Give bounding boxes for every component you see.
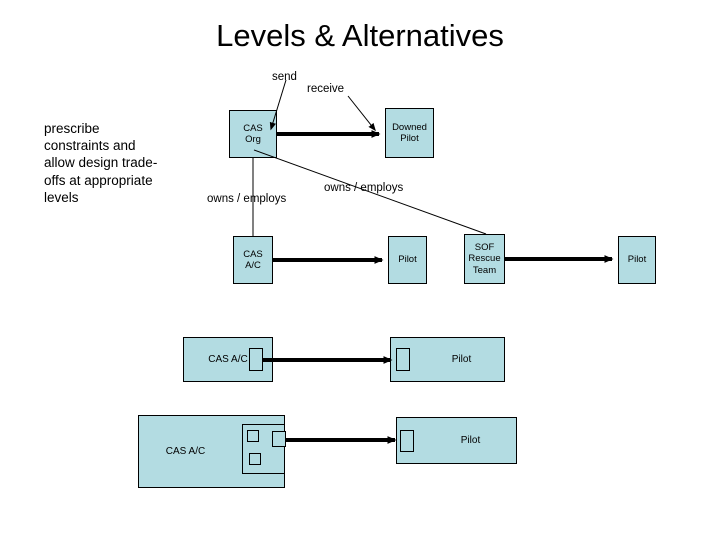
node-pilot-nested[interactable]: Pilot xyxy=(396,417,517,464)
node-cas-ac-nested-label: CAS A/C xyxy=(165,445,206,457)
edge-label-owns-employs-left: owns / employs xyxy=(207,193,287,205)
port-cas-ac-nested-out[interactable] xyxy=(272,431,286,447)
page-title: Levels & Alternatives xyxy=(216,18,504,53)
port-cas-ac-ports-out[interactable] xyxy=(249,348,263,371)
inner-square-top[interactable] xyxy=(247,430,259,442)
node-pilot-mid[interactable]: Pilot xyxy=(388,236,427,284)
node-cas-ac-ports-label: CAS A/C xyxy=(208,353,248,365)
edge-label-receive: receive xyxy=(307,83,345,95)
side-note-text: prescribe constraints and allow design t… xyxy=(44,121,158,205)
node-pilot-nested-label: Pilot xyxy=(460,434,481,446)
node-pilot-ports-label: Pilot xyxy=(451,353,472,365)
edge-label-send: send xyxy=(272,71,297,83)
inner-square-bottom[interactable] xyxy=(249,453,261,465)
node-pilot-mid-label: Pilot xyxy=(398,254,417,266)
node-pilot-right[interactable]: Pilot xyxy=(618,236,656,284)
port-pilot-nested-in[interactable] xyxy=(400,430,414,452)
edge-label-owns-employs-right: owns / employs xyxy=(324,182,404,194)
node-pilot-right-label: Pilot xyxy=(627,254,647,266)
port-pilot-ports-in[interactable] xyxy=(396,348,410,371)
leader-receive xyxy=(347,95,376,132)
